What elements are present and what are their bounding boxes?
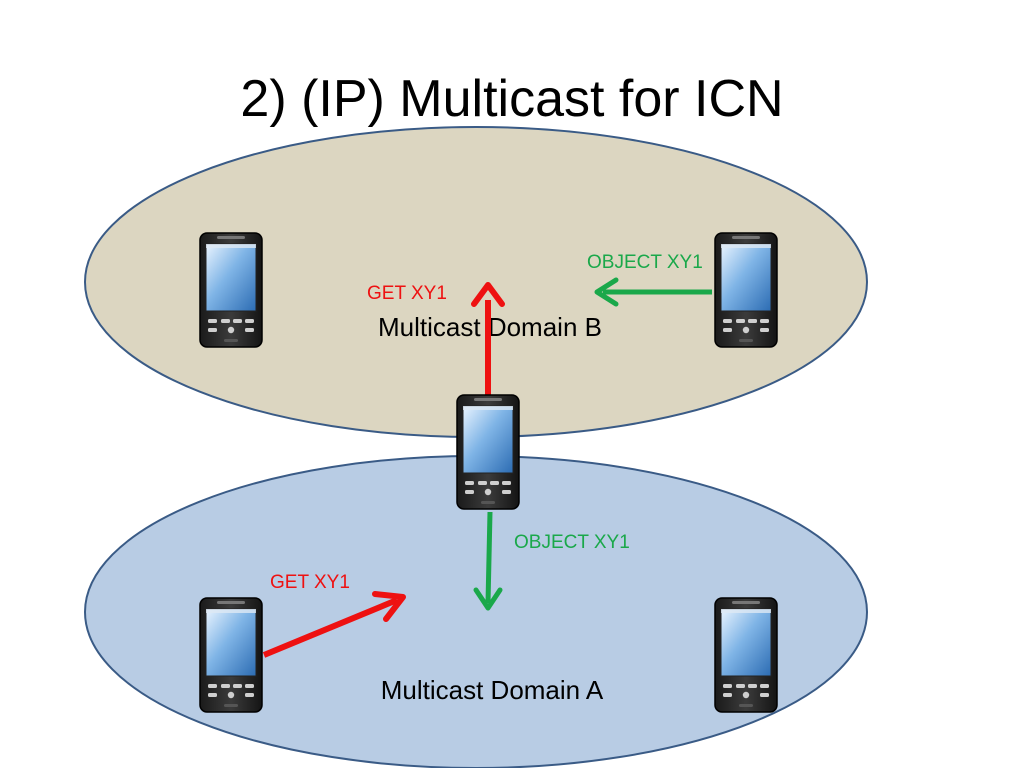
get-request-arrow-domain-a — [262, 591, 406, 658]
smartphone-icon — [456, 394, 520, 510]
object-response-arrow-domain-a — [473, 511, 503, 611]
smartphone-icon — [714, 232, 778, 348]
get-request-label-domain-b: GET XY1 — [367, 283, 447, 304]
smartphone-icon — [199, 232, 263, 348]
smartphone-icon — [199, 597, 263, 713]
get-request-arrow-domain-b — [471, 282, 505, 398]
get-request-label-domain-a: GET XY1 — [270, 572, 350, 593]
domain-a-label: Multicast Domain A — [381, 675, 604, 705]
smartphone-icon — [714, 597, 778, 713]
slide-title: 2) (IP) Multicast for ICN — [240, 70, 783, 128]
object-response-label-domain-b: OBJECT XY1 — [587, 252, 703, 273]
object-response-arrow-domain-b — [594, 277, 712, 307]
object-response-label-domain-a: OBJECT XY1 — [514, 532, 630, 553]
